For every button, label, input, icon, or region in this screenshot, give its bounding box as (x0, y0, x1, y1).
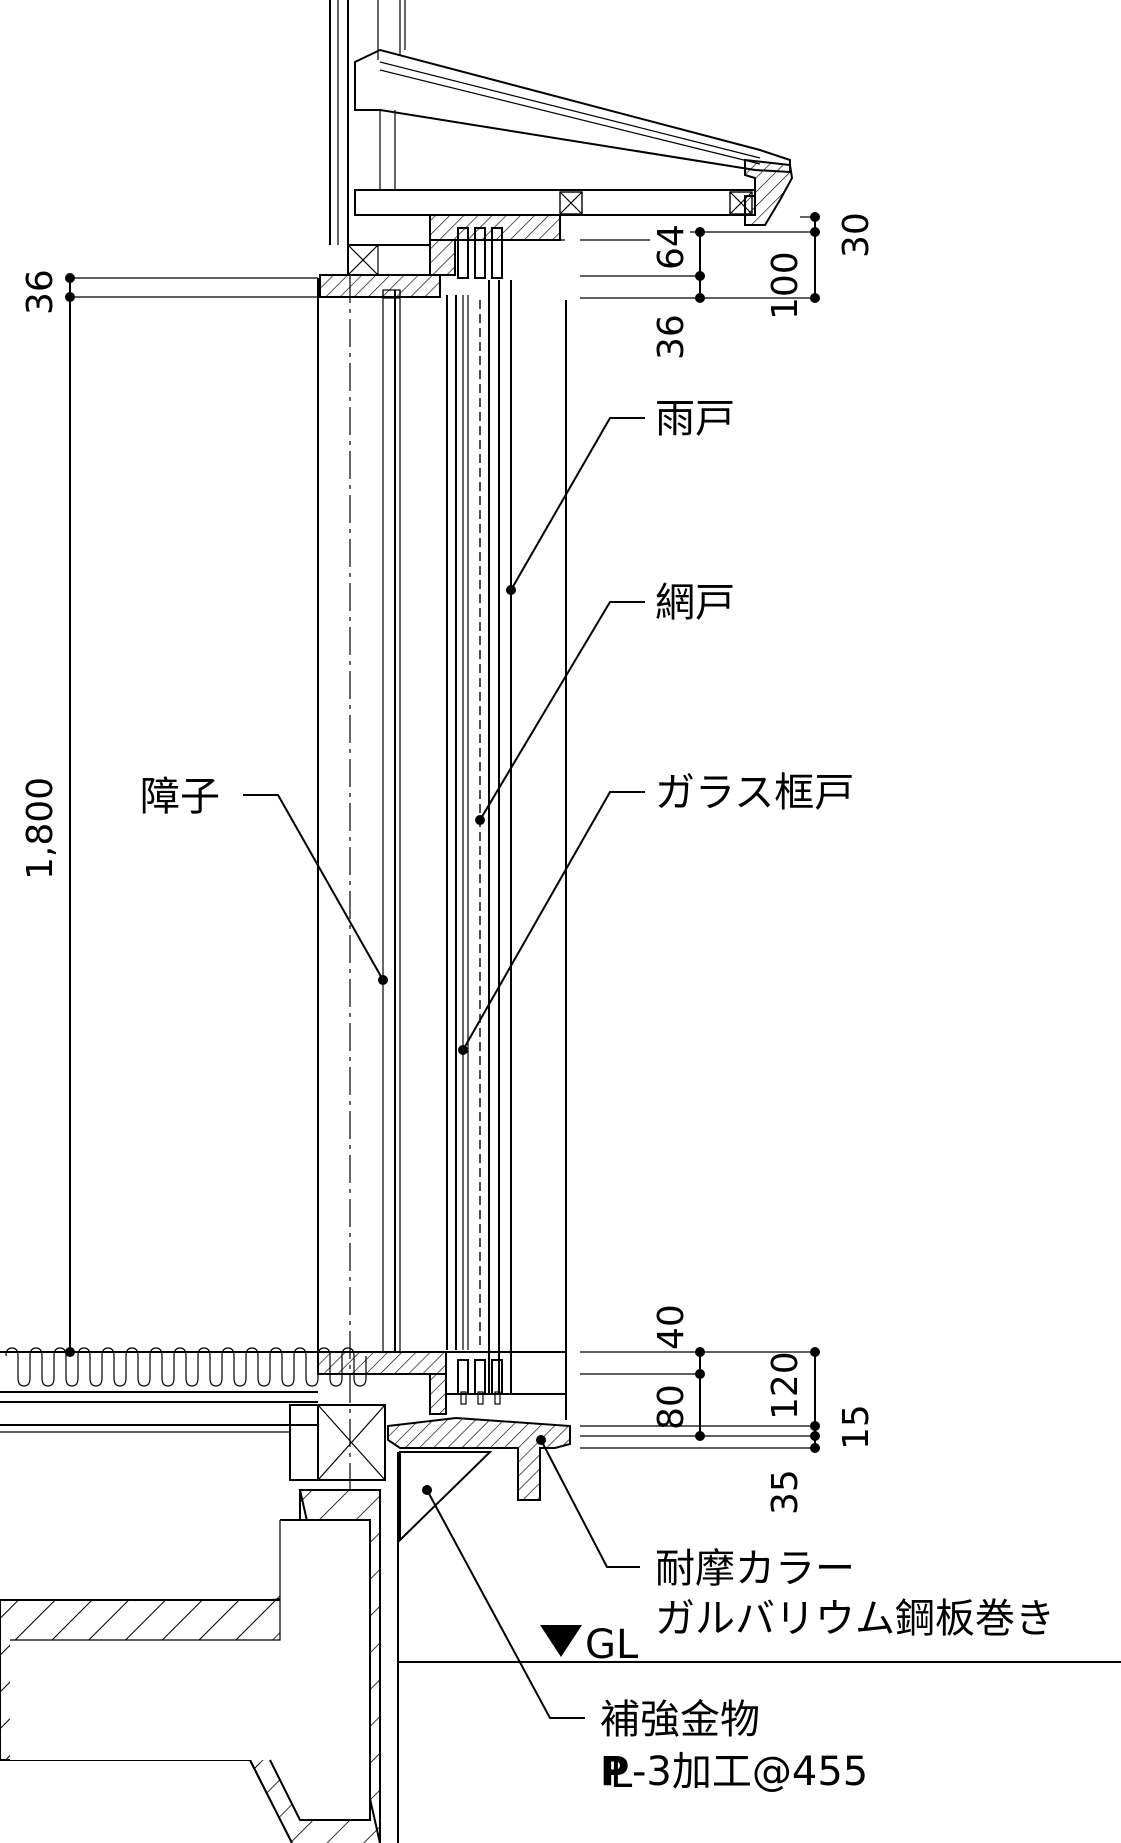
dim-top-36: 36 (20, 269, 61, 315)
dimension-lines (65, 212, 820, 1453)
lower-structure (0, 1347, 1121, 1843)
label-amado: 雨戸 (655, 396, 735, 442)
label-garasu-kamachido: ガラス框戸 (655, 770, 854, 816)
label-galvalume: ガルバリウム鋼板巻き (655, 1596, 1055, 1642)
dim-upper-100: 100 (765, 251, 806, 320)
dim-lower-80: 80 (651, 1384, 692, 1430)
dim-lower-15: 15 (836, 1404, 877, 1450)
label-gl: GL (585, 1622, 639, 1668)
upper-structure (319, 0, 794, 298)
label-amido: 網戸 (655, 580, 735, 626)
leader-lines (243, 417, 645, 1719)
dim-lower-35: 35 (765, 1469, 806, 1515)
label-shoji: 障子 (140, 774, 220, 820)
dim-lower-120: 120 (765, 1351, 806, 1420)
dim-upper-36: 36 (651, 314, 692, 360)
label-hokyo-spec: -3加工@455 (632, 1749, 868, 1795)
svg-text:P: P (600, 1749, 629, 1795)
svg-text:L: L (610, 1751, 633, 1797)
gl-marker-icon (540, 1625, 582, 1657)
dim-lower-40: 40 (651, 1304, 692, 1350)
dim-upper-30: 30 (836, 212, 877, 258)
label-taima-color: 耐摩カラー (655, 1546, 855, 1592)
dim-upper-64: 64 (651, 224, 692, 270)
label-hokyo-kanamono: 補強金物 (600, 1697, 760, 1743)
dim-height-1800: 1,800 (20, 777, 61, 880)
sash-section (317, 275, 567, 1843)
plate-symbol-icon: P L (600, 1749, 633, 1797)
